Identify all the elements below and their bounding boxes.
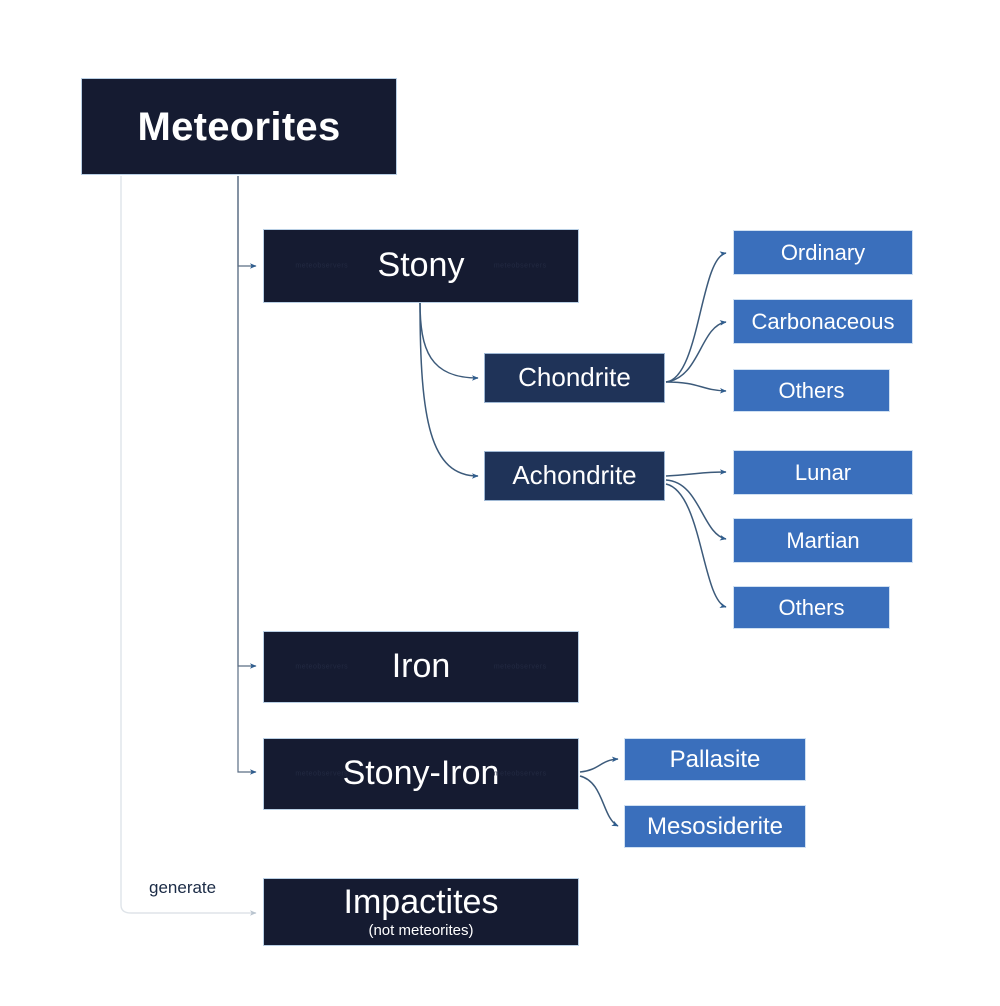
node-achondrite[interactable]: Achondrite: [484, 451, 665, 501]
node-impactites[interactable]: Impactites (not meteorites): [263, 878, 579, 946]
node-martian-label: Martian: [786, 527, 860, 553]
edge-stony-to-achondrite: [419, 301, 479, 479]
watermark-left: meteobservers: [295, 663, 349, 671]
node-iron[interactable]: meteobservers meteobservers Iron: [263, 631, 579, 703]
edge-label-generate: generate: [146, 878, 220, 898]
node-stony-iron-label: Stony-Iron: [342, 754, 500, 793]
edge-stony-iron-to-mesosiderite: [579, 775, 619, 827]
edge-achondrite-to-others: [665, 483, 727, 608]
node-carbonaceous[interactable]: Carbonaceous: [733, 299, 913, 344]
edge-chondrite-to-ordinary: [665, 251, 727, 383]
node-ordinary[interactable]: Ordinary: [733, 230, 913, 275]
node-lunar[interactable]: Lunar: [733, 450, 913, 495]
node-chondrite-others[interactable]: Others: [733, 369, 890, 412]
edge-stony-iron-to-pallasite: [579, 756, 619, 773]
node-mesosiderite[interactable]: Mesosiderite: [624, 805, 806, 848]
node-chondrite-label: Chondrite: [518, 362, 631, 393]
node-stony[interactable]: meteobservers meteobservers Stony: [263, 229, 579, 303]
watermark-right: meteobservers: [493, 262, 547, 270]
node-meteorites-label: Meteorites: [137, 104, 341, 149]
node-stony-iron[interactable]: meteobservers meteobservers Stony-Iron: [263, 738, 579, 810]
edge-root-to-impactites: [120, 176, 257, 916]
node-carbonaceous-label: Carbonaceous: [751, 308, 895, 334]
node-achondrite-others[interactable]: Others: [733, 586, 890, 629]
node-meteorites[interactable]: Meteorites: [81, 78, 397, 175]
node-martian[interactable]: Martian: [733, 518, 913, 563]
edge-stony-to-chondrite: [419, 301, 479, 381]
node-pallasite[interactable]: Pallasite: [624, 738, 806, 781]
node-achondrite-label: Achondrite: [512, 460, 637, 491]
edge-chondrite-to-carbonaceous: [665, 320, 727, 383]
watermark-left: meteobservers: [295, 770, 349, 778]
node-lunar-label: Lunar: [794, 459, 852, 485]
node-achondrite-others-label: Others: [778, 594, 845, 620]
node-chondrite-others-label: Others: [778, 377, 845, 403]
edge-chondrite-to-others: [665, 381, 727, 394]
edge-achondrite-to-lunar: [665, 469, 727, 477]
node-pallasite-label: Pallasite: [669, 745, 761, 773]
watermark-left: meteobservers: [295, 262, 349, 270]
node-stony-label: Stony: [377, 246, 465, 285]
edge-root-to-iron: [237, 176, 257, 669]
node-impactites-label: Impactites: [343, 883, 499, 922]
node-iron-label: Iron: [391, 647, 451, 686]
node-chondrite[interactable]: Chondrite: [484, 353, 665, 403]
watermark-right: meteobservers: [493, 663, 547, 671]
watermark-right: meteobservers: [493, 770, 547, 778]
edge-root-to-stony-iron: [237, 176, 257, 775]
edge-achondrite-to-martian: [665, 479, 727, 541]
node-ordinary-label: Ordinary: [780, 239, 866, 265]
node-impactites-sublabel: (not meteorites): [368, 921, 474, 939]
node-mesosiderite-label: Mesosiderite: [646, 812, 784, 840]
edge-root-to-stony: [237, 176, 257, 269]
